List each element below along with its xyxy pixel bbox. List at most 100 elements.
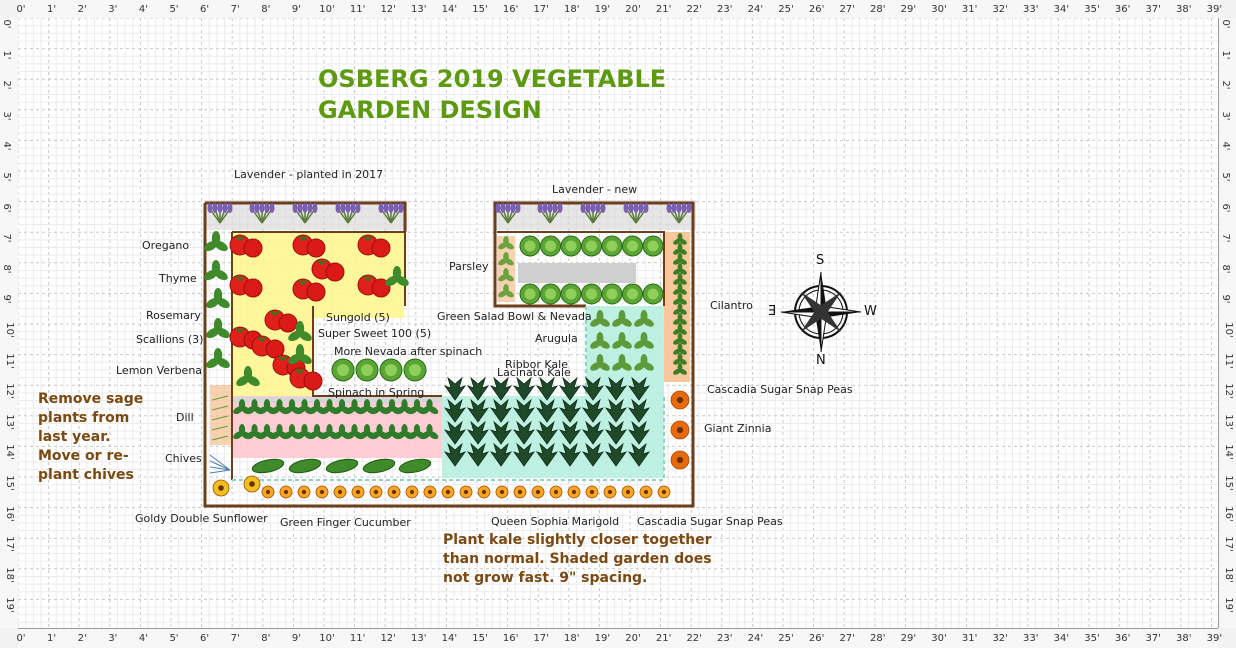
leafy-plant: [590, 332, 610, 349]
ruler-tick-label: 13': [411, 4, 427, 15]
cucumber-plant: [251, 458, 285, 474]
flower-plant: [549, 485, 563, 499]
chives-plant: [209, 454, 231, 471]
dill-plant: [211, 415, 229, 421]
label-arugula: Arugula: [535, 332, 578, 345]
lavender-plant: [335, 203, 361, 224]
label-peas-bottom: Cascadia Sugar Snap Peas: [637, 515, 783, 528]
kale-plant: [627, 442, 651, 467]
ruler-tick-label: 33': [1023, 4, 1039, 15]
leafy-plant: [236, 366, 260, 387]
ruler-tick-label: 34': [1053, 633, 1070, 644]
ruler-tick-label: 23': [717, 4, 733, 15]
tomato-plant: [264, 309, 298, 333]
cabbage-plant: [540, 283, 561, 305]
ruler-tick-label: 12': [380, 633, 396, 644]
leafy-plant: [673, 253, 687, 265]
kale-plant: [581, 442, 605, 467]
flower-plant: [670, 420, 690, 440]
leafy-plant: [612, 310, 632, 327]
ruler-tick-label: 10': [319, 633, 335, 644]
kale-plant: [466, 398, 490, 423]
note-kale-spacing: Plant kale slightly closer together than…: [443, 532, 712, 586]
leafy-plant: [673, 273, 687, 285]
ruler-tick-label: 16': [502, 4, 519, 15]
leafy-plant: [333, 424, 351, 440]
label-oregano: Oregano: [142, 239, 190, 252]
ruler-tick-label: 24': [747, 633, 764, 644]
tomato-plant: [229, 234, 263, 258]
label-ribbor-kale: Ribbor Kale: [505, 358, 568, 371]
page-title-line-2: GARDEN DESIGN: [318, 96, 542, 124]
flower-plant: [657, 485, 671, 499]
label-spinach: Spinach in Spring: [328, 386, 425, 399]
ruler-tick-label: 19': [594, 633, 611, 644]
leafy-plant: [673, 243, 687, 255]
leafy-plant: [498, 251, 514, 266]
flower-plant: [243, 475, 261, 493]
flower-plant: [441, 485, 455, 499]
chives-plant: [209, 466, 231, 471]
label-super-sweet: Super Sweet 100 (5): [318, 327, 432, 340]
ruler-tick-label: 15': [472, 4, 488, 15]
kale-plant: [466, 420, 490, 445]
flower-plant: [567, 485, 581, 499]
ruler-tick-label: 22': [686, 4, 702, 15]
label-dill: Dill: [176, 411, 194, 424]
ruler-tick-label: 35': [1084, 4, 1100, 15]
compass-letter-east: E: [768, 304, 777, 319]
ruler-tick-label: 5': [169, 4, 179, 15]
ruler-tick-label: 20': [625, 633, 641, 644]
ruler-tick-label: 1': [47, 633, 57, 644]
ruler-tick-label: 39': [1206, 4, 1223, 15]
chives-plant: [209, 460, 231, 471]
ruler-tick-label: 5': [169, 633, 179, 644]
ruler-tick-label: 0': [16, 4, 26, 15]
dill-plant: [211, 395, 229, 401]
leafy-plant: [498, 268, 514, 282]
flower-plant: [423, 485, 437, 499]
flower-plant: [351, 485, 365, 499]
compass-letter-north: N: [816, 353, 826, 368]
cabbage-plant: [560, 283, 582, 305]
cabbage-plant: [622, 283, 643, 305]
label-salad-bowl: Green Salad Bowl & Nevada: [437, 310, 592, 323]
chives-plant: [209, 469, 231, 474]
compass-icon: [780, 271, 862, 353]
leafy-plant: [590, 310, 610, 327]
ruler-tick-label: 13': [411, 633, 427, 644]
tomato-plant: [357, 234, 391, 258]
leafy-plant: [673, 353, 687, 365]
leafy-plant: [288, 321, 312, 342]
cabbage-plant: [519, 283, 541, 305]
flower-plant: [670, 390, 690, 410]
ruler-tick-label: 9': [291, 633, 301, 644]
leafy-plant: [634, 332, 654, 349]
ruler-tick-label: 16': [502, 633, 519, 644]
kale-plant: [535, 398, 559, 423]
tomato-plant: [292, 234, 326, 258]
kale-plant: [627, 398, 651, 423]
ruler-tick-label: 17': [533, 4, 549, 15]
kale-plant: [558, 376, 582, 401]
ruler-tick-label: 3': [108, 633, 118, 644]
leafy-plant: [634, 310, 654, 327]
ruler-tick-label: 14': [441, 633, 458, 644]
kale-plant: [489, 442, 513, 467]
ruler-tick-label: 11': [349, 633, 366, 644]
leafy-plant: [358, 399, 376, 415]
tomato-plant: [311, 258, 345, 282]
leafy-plant: [383, 399, 401, 415]
ruler-tick-label: 18': [564, 4, 580, 15]
ruler-tick-label: 4': [138, 4, 148, 15]
kale-plant: [512, 420, 536, 445]
ruler-tick-label: 24': [747, 4, 764, 15]
flower-plant: [261, 485, 275, 499]
leafy-plant: [673, 263, 687, 275]
lavender-plant: [292, 203, 318, 224]
ruler-tick-label: 21': [655, 4, 672, 15]
leafy-plant: [634, 354, 654, 371]
ruler-tick-label: 2': [77, 633, 87, 644]
label-lavender-new: Lavender - new: [552, 183, 638, 196]
